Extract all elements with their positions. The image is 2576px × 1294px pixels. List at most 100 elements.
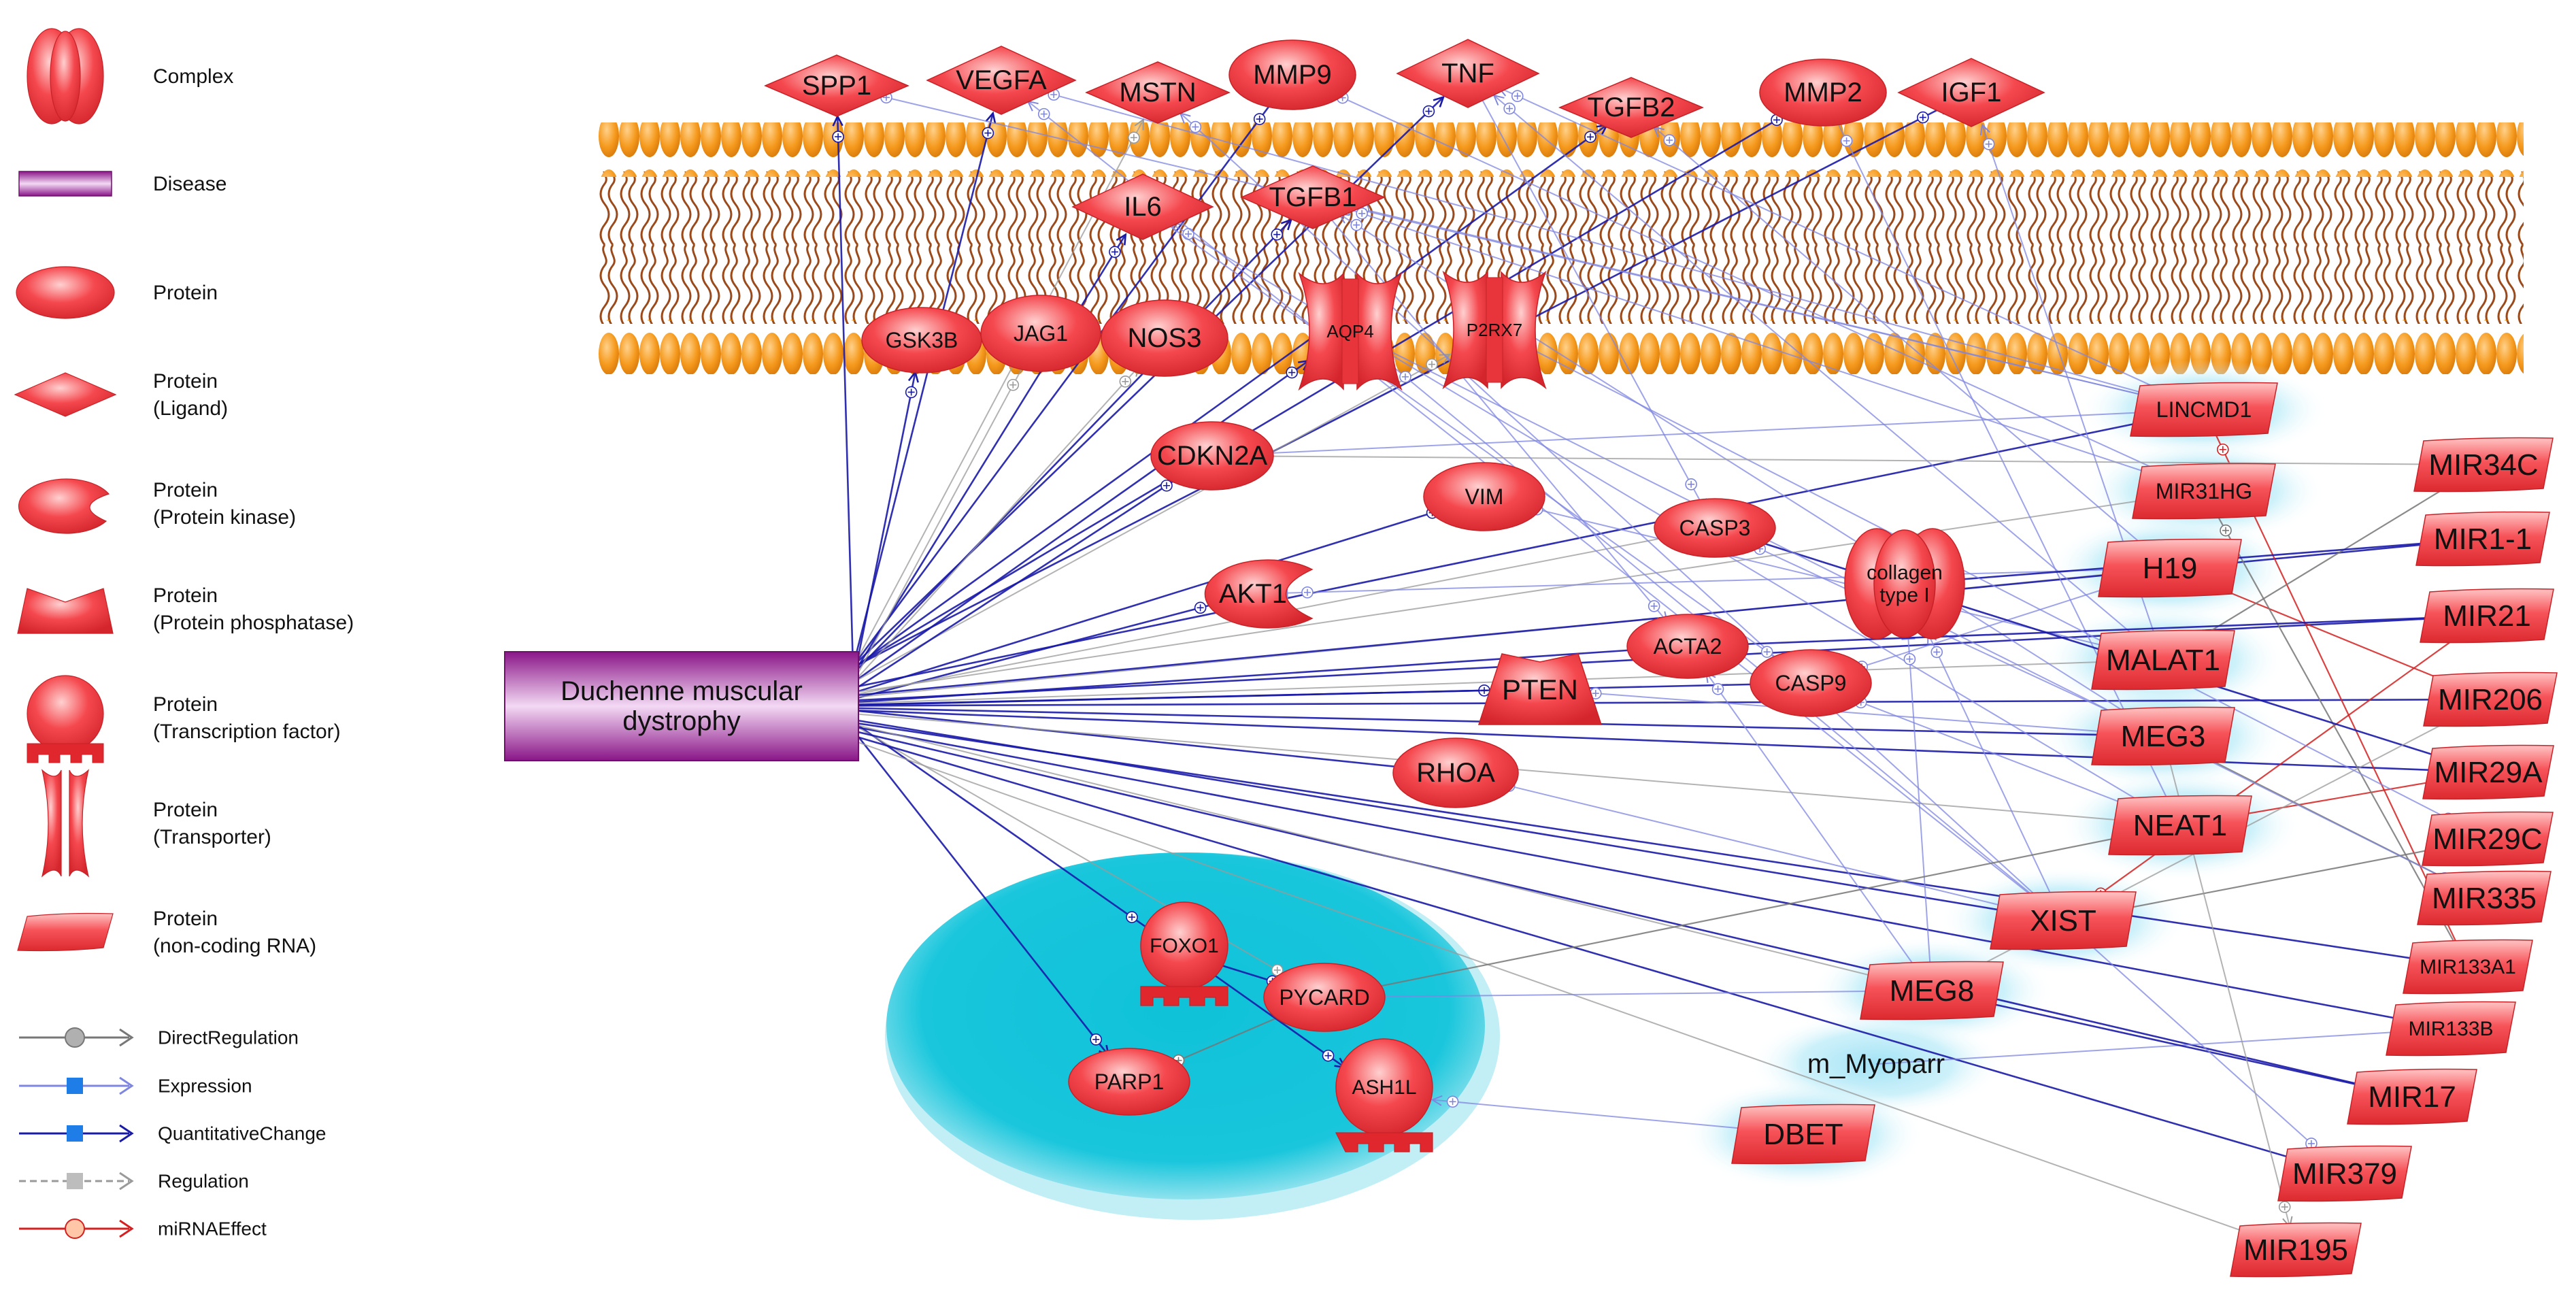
legend-marker-mirna [65, 1218, 85, 1239]
node-malat1[interactable]: MALAT1 [2091, 629, 2235, 691]
node-neat1[interactable]: NEAT1 [2108, 795, 2252, 856]
node-mir133b[interactable]: MIR133B [2386, 1001, 2516, 1057]
node-foxo1[interactable]: FOXO1 [1140, 901, 1228, 1006]
node-xist[interactable]: XIST [1990, 891, 2137, 950]
node-acta2[interactable]: ACTA2 [1626, 614, 1749, 679]
node-lincmd1[interactable]: LINCMD1 [2130, 382, 2278, 437]
node-mmp2[interactable]: MMP2 [1759, 59, 1887, 127]
label-nos3: NOS3 [1128, 323, 1202, 353]
node-parp1[interactable]: PARP1 [1068, 1048, 1190, 1116]
node-ash1l[interactable]: ASH1L [1335, 1038, 1433, 1152]
legend-marker-quant [67, 1125, 83, 1142]
edge-meg8-col1 [1901, 637, 1933, 991]
legend-phosphatase: Protein(Protein phosphatase) [17, 584, 354, 634]
nucleus [885, 852, 1500, 1220]
node-casp3[interactable]: CASP3 [1654, 498, 1776, 558]
node-h19[interactable]: H19 [2098, 538, 2242, 598]
edge-dmd-gsk3b [852, 370, 919, 684]
node-aqp4[interactable]: AQP4 [1298, 271, 1403, 391]
node-igf1[interactable]: IGF1 [1897, 58, 2045, 127]
legend-marker-expression [67, 1078, 83, 1094]
node-pten[interactable]: PTEN [1477, 653, 1603, 725]
edge-malat1-tnf [1492, 94, 2164, 661]
label-xist: XIST [2030, 904, 2096, 938]
node-mir379[interactable]: MIR379 [2277, 1145, 2412, 1202]
node-tgfb1[interactable]: TGFB1 [1240, 165, 1386, 229]
node-tnf[interactable]: TNF [1396, 39, 1540, 108]
legend-disease: Disease [18, 171, 227, 197]
node-mir133a1[interactable]: MIR133A1 [2403, 939, 2533, 995]
label-igf1: IGF1 [1941, 78, 2002, 107]
legend-kinase: Protein(Protein kinase) [18, 478, 296, 534]
node-vegfa[interactable]: VEGFA [926, 46, 1077, 115]
edge-xist-vegfa [1026, 100, 2064, 921]
legend-edge-label-regulation: Regulation [158, 1171, 249, 1192]
label-tnf: TNF [1441, 59, 1494, 88]
label-lincmd1: LINCMD1 [2156, 397, 2252, 422]
node-mmp9[interactable]: MMP9 [1228, 39, 1356, 110]
label-akt1: AKT1 [1219, 579, 1287, 609]
edge-dmd-tgfb1 [852, 218, 1293, 675]
node-mir29c[interactable]: MIR29C [2422, 811, 2554, 867]
legend-edge-label-expression: Expression [158, 1076, 252, 1097]
transcription-factor-icon [27, 675, 104, 763]
node-jag1[interactable]: JAG1 [980, 295, 1101, 372]
legend-label-tf: Protein(Transcription factor) [153, 693, 341, 743]
node-tgfb2[interactable]: TGFB2 [1558, 77, 1704, 138]
legend-marker-regulation [67, 1173, 83, 1189]
node-gsk3b[interactable]: GSK3B [861, 307, 982, 374]
node-cdkn2a[interactable]: CDKN2A [1150, 421, 1274, 491]
label-mir31hg: MIR31HG [2156, 479, 2252, 503]
node-spp1[interactable]: SPP1 [764, 54, 909, 117]
label-cdkn2a: CDKN2A [1157, 441, 1268, 471]
label-p2rx7: P2RX7 [1467, 320, 1522, 340]
legend-edge-mirna: miRNAEffect [19, 1218, 267, 1240]
edge-dmd-tgfb2 [852, 124, 1609, 669]
node-mir1-1[interactable]: MIR1-1 [2415, 511, 2550, 567]
legend-tf: Protein(Transcription factor) [27, 675, 341, 763]
node-meg3[interactable]: MEG3 [2091, 706, 2235, 766]
label-dbet: DBET [1763, 1118, 1843, 1151]
edge-dmd-vim [852, 504, 1454, 694]
label-mir195: MIR195 [2243, 1233, 2348, 1267]
node-vim[interactable]: VIM [1423, 462, 1545, 531]
legend-edge-label-mirna: miRNAEffect [158, 1218, 267, 1240]
node-nos3[interactable]: NOS3 [1101, 299, 1228, 377]
edge-dmd-vegfa [852, 111, 997, 667]
node-mir34c[interactable]: MIR34C [2413, 437, 2554, 493]
phosphatase-icon [17, 588, 114, 634]
legend-label-ligand: Protein(Ligand) [153, 370, 228, 420]
node-mir17[interactable]: MIR17 [2347, 1068, 2477, 1125]
node-mir29a[interactable]: MIR29A [2422, 744, 2554, 800]
label-vim: VIM [1465, 484, 1504, 509]
label-mir335: MIR335 [2432, 882, 2537, 915]
node-mir31hg[interactable]: MIR31HG [2132, 463, 2276, 520]
legend-edge-direct: DirectRegulation [19, 1027, 299, 1048]
node-mir195[interactable]: MIR195 [2230, 1222, 2362, 1278]
node-mir335[interactable]: MIR335 [2417, 870, 2552, 926]
legend-edge-quant: QuantitativeChange [19, 1123, 327, 1144]
node-rhoa[interactable]: RHOA [1392, 737, 1519, 808]
node-mstn[interactable]: MSTN [1085, 61, 1231, 124]
label-mir379: MIR379 [2292, 1157, 2397, 1191]
node-p2rx7[interactable]: P2RX7 [1442, 270, 1547, 390]
label-m-myoparr: m_Myoparr [1807, 1049, 1945, 1079]
node-pycard[interactable]: PYCARD [1263, 963, 1386, 1032]
node-il6[interactable]: IL6 [1071, 173, 1214, 240]
node-meg8[interactable]: MEG8 [1860, 961, 2004, 1021]
node-akt1[interactable]: AKT1 [1204, 559, 1314, 629]
node-mir21[interactable]: MIR21 [2420, 588, 2554, 644]
node-m-myoparr[interactable]: m_Myoparr [1807, 1049, 1945, 1079]
label-jag1: JAG1 [1014, 321, 1068, 346]
legend-label-phosphatase: Protein(Protein phosphatase) [153, 584, 354, 634]
legend-edge-expression: Expression [19, 1076, 252, 1097]
node-casp9[interactable]: CASP9 [1750, 649, 1872, 717]
node-dbet[interactable]: DBET [1731, 1104, 1875, 1165]
node-mir206[interactable]: MIR206 [2423, 671, 2558, 727]
edge-dmd-p2rx7 [852, 354, 1452, 683]
label-pten: PTEN [1502, 674, 1578, 706]
label-mir133a1: MIR133A1 [2420, 956, 2516, 978]
